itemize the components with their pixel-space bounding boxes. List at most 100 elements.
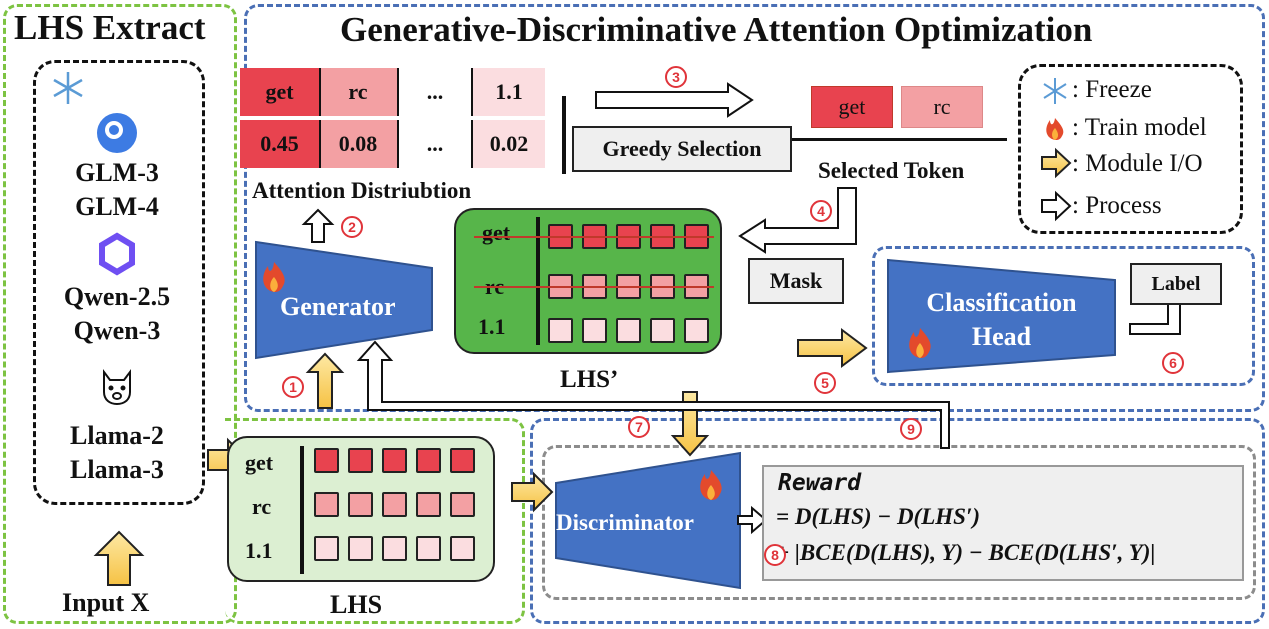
lhs-prime-to-head-arrow bbox=[797, 328, 868, 368]
discriminator-region-outer bbox=[530, 418, 1265, 624]
lhs-cell-r2-c3 bbox=[382, 492, 407, 517]
generator-flame-icon bbox=[263, 262, 285, 292]
snowflake-icon bbox=[53, 72, 83, 104]
legend-freeze: : Freeze bbox=[1072, 76, 1152, 103]
attention-weight-1-1: 0.02 bbox=[473, 120, 545, 168]
attention-distribution-caption: Attention Distriubtion bbox=[252, 178, 472, 203]
process-arrow-reward bbox=[737, 505, 768, 535]
lhs-region bbox=[225, 418, 525, 624]
lhs-prime-strike-rc bbox=[474, 286, 714, 288]
legend-train-icon bbox=[1046, 118, 1064, 140]
label-box: Label bbox=[1130, 263, 1222, 305]
input-x-label: Input X bbox=[62, 588, 150, 617]
generator-label: Generator bbox=[280, 292, 396, 321]
step-2: 2 bbox=[341, 216, 363, 238]
legend-train: : Train model bbox=[1072, 114, 1207, 141]
lhs-extract-region bbox=[3, 4, 237, 624]
lhs-caption: LHS bbox=[330, 590, 383, 619]
gdao-title: Generative-Discriminative Attention Opti… bbox=[340, 10, 1093, 49]
discriminator-region bbox=[542, 445, 1256, 600]
lhs-prime-cell-r3-c1 bbox=[548, 318, 573, 343]
lhs-cell-r3-c5 bbox=[450, 536, 475, 561]
classification-head-label-line2: Head bbox=[971, 322, 1032, 351]
lhs-cell-r3-c2 bbox=[348, 536, 373, 561]
lhs-prime-cell-r3-c3 bbox=[616, 318, 641, 343]
legend-module-io-icon bbox=[1041, 147, 1072, 179]
legend-region bbox=[1018, 64, 1243, 234]
lhs-cell-r1-c2 bbox=[348, 448, 373, 473]
lhs-prime-strike-get bbox=[474, 236, 714, 238]
classification-head-label-line1: Classification bbox=[926, 288, 1077, 317]
reward-box bbox=[762, 465, 1244, 581]
attention-weight-ellipsis: ... bbox=[397, 120, 473, 168]
lhs-cell-r2-c1 bbox=[314, 492, 339, 517]
lhs-to-generator-arrow bbox=[305, 352, 345, 409]
llama-logo-icon bbox=[103, 369, 131, 406]
legend-freeze-icon bbox=[1043, 78, 1067, 104]
lhs-prime-cell-r3-c5 bbox=[684, 318, 709, 343]
lhs-prime-cell-r3-c4 bbox=[650, 318, 675, 343]
discriminator-shape bbox=[555, 451, 741, 590]
lhs-row-1-1: 1.1 bbox=[245, 538, 273, 563]
mask-box: Mask bbox=[748, 258, 844, 304]
step-4: 4 bbox=[810, 200, 832, 222]
greedy-selection-box: Greedy Selection bbox=[572, 126, 792, 172]
step-6: 6 bbox=[1162, 352, 1184, 374]
lhs-prime-row-1-1: 1.1 bbox=[478, 314, 506, 339]
legend-process: : Process bbox=[1072, 192, 1162, 219]
lhs-cell-r2-c2 bbox=[348, 492, 373, 517]
reward-line2: + |BCE(D(LHS), Y) − BCE(D(LHS′, Y)| bbox=[776, 540, 1156, 565]
process-arrow-greedy bbox=[595, 82, 754, 118]
lhs-cell-r1-c1 bbox=[314, 448, 339, 473]
process-arrow-mask bbox=[738, 187, 857, 254]
model-glm-4: GLM-4 bbox=[75, 192, 159, 221]
attention-weight-get: 0.45 bbox=[240, 120, 319, 168]
reward-line1: = D(LHS) − D(LHS′) bbox=[776, 504, 981, 529]
input-arrow bbox=[93, 530, 145, 586]
model-list-region bbox=[33, 60, 205, 505]
step-8: 8 bbox=[764, 544, 786, 566]
discriminator-label: Discriminator bbox=[556, 510, 694, 535]
head-flame-icon bbox=[909, 328, 931, 358]
model-llama-2: Llama-2 bbox=[70, 421, 164, 450]
classification-head-label: Classification Head bbox=[888, 286, 1115, 354]
attention-token-get: get bbox=[240, 68, 319, 116]
attention-weight-rc: 0.08 bbox=[319, 120, 397, 168]
attention-token-ellipsis: ... bbox=[397, 68, 473, 116]
lhs-extract-title: LHS Extract bbox=[14, 8, 206, 47]
model-qwen-2-5: Qwen-2.5 bbox=[63, 282, 171, 311]
lhs-row-rc: rc bbox=[252, 494, 272, 519]
lhs-cell-r3-c4 bbox=[416, 536, 441, 561]
classification-region bbox=[872, 246, 1255, 386]
lhs-cell-r3-c1 bbox=[314, 536, 339, 561]
selected-token-get: get bbox=[811, 86, 893, 128]
discriminator-flame-icon bbox=[700, 470, 722, 500]
step-9: 9 bbox=[900, 418, 922, 440]
lhs-cell-r1-c3 bbox=[382, 448, 407, 473]
step-1: 1 bbox=[282, 376, 304, 398]
selected-token-caption: Selected Token bbox=[818, 158, 965, 183]
lhs-prime-to-discriminator-arrow bbox=[670, 391, 710, 457]
model-glm-3: GLM-3 bbox=[75, 158, 159, 187]
generator-shape bbox=[255, 240, 433, 360]
model-qwen-3: Qwen-3 bbox=[73, 316, 161, 345]
step-3: 3 bbox=[665, 66, 687, 88]
attention-token-1-1: 1.1 bbox=[473, 68, 545, 116]
legend-module-io: : Module I/O bbox=[1072, 150, 1203, 177]
classification-head-shape bbox=[887, 258, 1116, 374]
lhs-prime-row-get: get bbox=[482, 220, 511, 245]
lhs-cell-r2-c5 bbox=[450, 492, 475, 517]
lhs-prime-caption: LHS’ bbox=[560, 366, 619, 393]
lhs-to-discriminator-arrow bbox=[511, 471, 554, 513]
reward-title: Reward bbox=[778, 470, 862, 496]
lhs-cell-r2-c4 bbox=[416, 492, 441, 517]
legend-process-icon bbox=[1041, 190, 1072, 222]
process-arrow-attention bbox=[301, 208, 335, 243]
lhs-prime-cell-r3-c2 bbox=[582, 318, 607, 343]
attention-token-rc: rc bbox=[319, 68, 397, 116]
lhs-cell-r3-c3 bbox=[382, 536, 407, 561]
step-5: 5 bbox=[814, 372, 836, 394]
qwen-logo-icon bbox=[99, 232, 135, 276]
